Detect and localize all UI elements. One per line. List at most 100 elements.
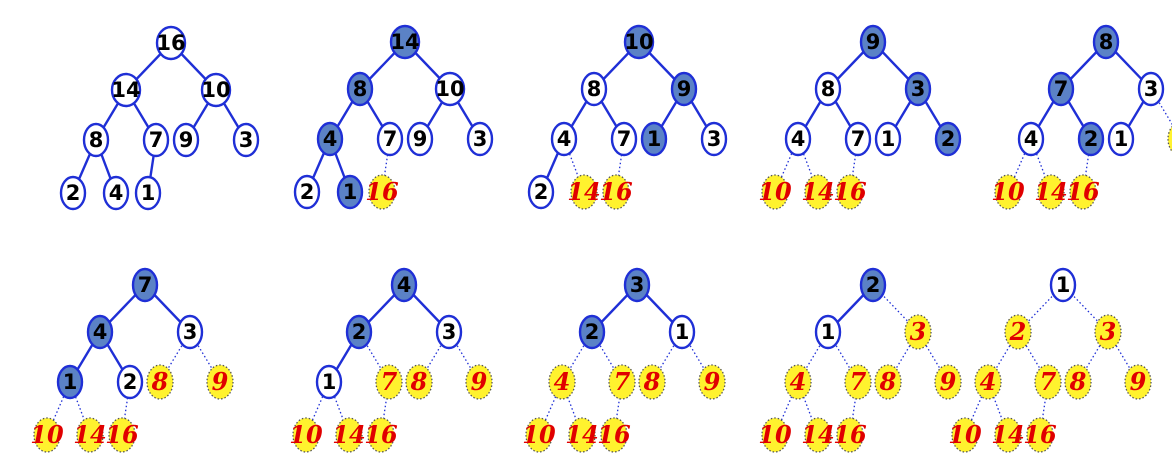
node-value: 1 [821,320,836,344]
node-circle [292,417,320,453]
sorted-node: 9 [1167,125,1172,153]
node-circle [346,71,374,107]
node-circle [1004,314,1032,350]
node-circle [640,121,668,157]
sorted-node: 16 [1066,174,1100,210]
node-value: 9 [179,128,194,152]
node-circle [376,121,404,157]
sorted-node: 9 [934,364,962,400]
node-circle [110,72,142,108]
highlighted-node: 1 [640,121,668,157]
detached-edge [1062,284,1109,333]
node-value: 8 [410,367,428,396]
node-value: 9 [940,367,957,396]
sorted-node: 10 [991,174,1025,210]
node-value: 2 [941,127,956,151]
node-circle [580,71,608,107]
sorted-node: 8 [405,364,433,400]
highlighted-node: 10 [623,24,655,60]
node-circle [859,267,887,303]
node-circle [466,121,494,157]
node-value: 3 [183,320,198,344]
node-circle [142,122,170,158]
node-circle [389,24,421,60]
sorted-node: 16 [833,417,867,453]
node-circle [874,364,902,400]
node-circle [836,174,864,210]
node-circle [1017,121,1045,157]
node-circle [578,314,606,350]
node-value: 16 [597,420,631,449]
heap-node: 1 [1049,267,1077,303]
node-value: 8 [1099,30,1114,54]
highlighted-node: 7 [131,267,159,303]
node-value: 2 [1084,127,1099,151]
sorted-node: 8 [638,364,666,400]
heap-node: 7 [844,121,872,157]
tree-edges [71,42,248,194]
node-value: 4 [791,127,806,151]
node-circle [761,417,789,453]
node-value: 2 [534,180,549,204]
node-circle [568,417,596,453]
node-value: 14 [991,420,1024,449]
node-value: 2 [123,370,138,394]
node-circle [1069,174,1097,210]
node-value: 1 [881,127,896,151]
heap-node: 8 [82,122,110,158]
node-value: 4 [109,181,124,205]
node-circle [994,174,1022,210]
node-value: 3 [910,317,927,346]
tree-edges [538,284,713,436]
sorted-node: 14 [565,417,599,453]
node-value: 1 [675,320,690,344]
node-value: 7 [383,127,398,151]
node-circle [904,314,932,350]
node-circle [172,122,200,158]
sorted-node: 7 [608,364,636,400]
node-circle [548,364,576,400]
node-value: 14 [565,420,598,449]
node-value: 14 [1034,177,1067,206]
node-value: 1 [1056,273,1071,297]
node-circle [176,314,204,350]
node-value: 16 [833,177,867,206]
heap-node: 4 [1017,121,1045,157]
highlighted-node: 4 [86,314,114,350]
node-circle [1137,71,1165,107]
node-value: 8 [643,367,661,396]
node-value: 10 [624,30,653,54]
node-circle [836,417,864,453]
node-circle [525,417,553,453]
node-value: 16 [1023,420,1057,449]
heap-node: 8 [580,71,608,107]
node-circle [206,364,234,400]
tree-edges [964,284,1139,436]
node-circle [76,417,104,453]
node-circle [335,417,363,453]
node-circle [405,364,433,400]
highlighted-node: 1 [56,364,84,400]
sorted-node: 10 [30,417,64,453]
heap-node: 1 [134,175,162,211]
node-value: 4 [980,367,997,396]
node-value: 14 [332,420,365,449]
heap-node: 2 [293,174,321,210]
node-circle [315,364,343,400]
sorted-node: 9 [698,364,726,400]
tree-edges [1007,41,1172,193]
node-circle [116,364,144,400]
node-value: 16 [833,420,867,449]
node-circle [131,267,159,303]
node-value: 2 [1009,317,1027,346]
node-value: 8 [353,77,368,101]
node-circle [336,174,364,210]
node-circle [86,314,114,350]
node-circle [974,364,1002,400]
highlighted-node: 9 [859,24,887,60]
tree-edges [305,284,480,436]
node-circle [623,267,651,303]
heap-node: 2 [527,174,555,210]
node-value: 4 [554,367,571,396]
